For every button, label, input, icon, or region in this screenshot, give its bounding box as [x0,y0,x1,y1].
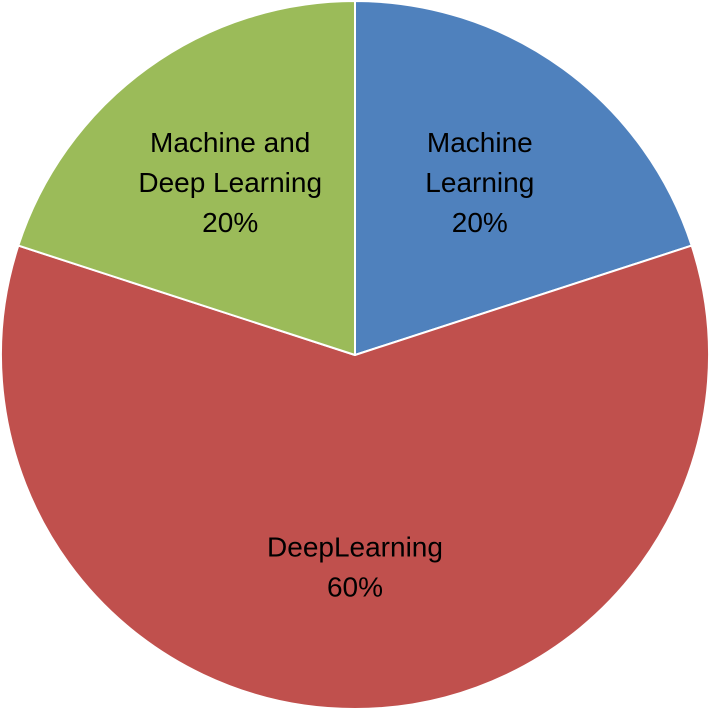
pie-slice-label-line: Machine [427,127,533,158]
pie-slice-0 [354,0,693,356]
pie-slice-label-line: Deep Learning [138,167,322,198]
pie-slice-1 [0,244,710,711]
pie-slice-label-1: DeepLearning 60% [267,531,443,602]
pie-slice-label-line: Machine and [150,127,310,158]
pie-slice-2 [17,0,356,356]
pie-slice-label-line: Learning [425,167,534,198]
pie-slice-label-line: 60% [327,571,383,602]
pie-slice-label-line: 20% [452,207,508,238]
pie-slice-label-line: 20% [202,207,258,238]
pie-slice-label-line: DeepLearning [267,531,443,562]
